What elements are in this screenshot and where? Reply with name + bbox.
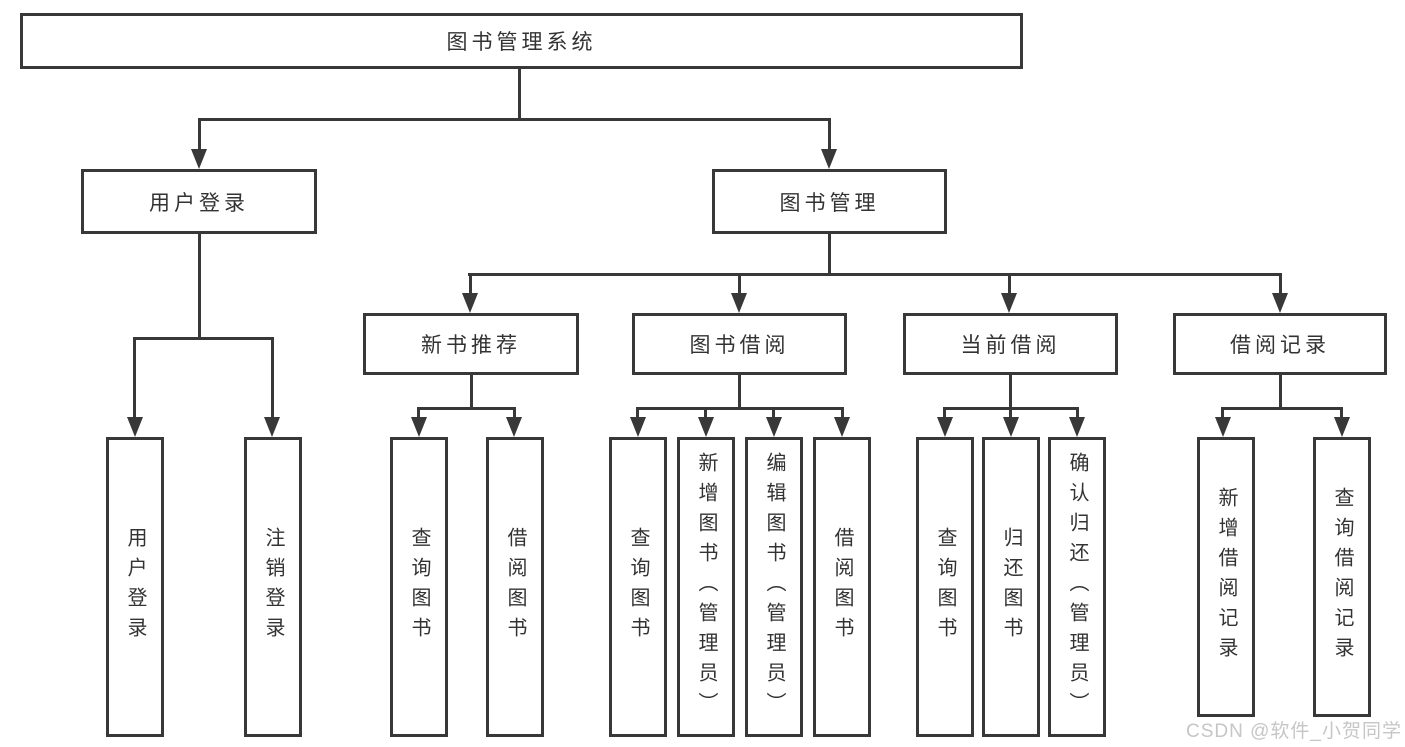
connector-to-add-book-admin [704, 407, 707, 420]
arrow-to-new-book-recommend [462, 293, 478, 313]
connector-root-stem [518, 69, 521, 121]
connector-book-borrow-rail [636, 407, 844, 410]
node-user-login-branch: 用户登录 [81, 169, 317, 234]
node-book-management: 图书管理 [712, 169, 947, 234]
connector-to-borrow-book-borrow [841, 407, 844, 420]
connector-to-query-book-recommend [417, 407, 420, 420]
connector-to-new-book-recommend [469, 273, 472, 296]
connector-to-add-borrow-record [1221, 407, 1224, 420]
arrow-to-leaf-logout [264, 417, 280, 437]
connector-to-leaf-logout [271, 337, 274, 420]
node-label: 新增借阅记录 [1215, 487, 1237, 667]
node-label: 新书推荐 [421, 334, 521, 357]
connector-level1-rail [198, 118, 831, 121]
node-new-book-recommend: 新书推荐 [363, 313, 579, 375]
arrow-to-current-borrow [1001, 293, 1017, 313]
connector-recommend-stem [470, 375, 473, 410]
arrow-to-user-login [191, 149, 207, 169]
arrow-to-borrow-record [1272, 293, 1288, 313]
arrow-to-return-book [1003, 417, 1019, 437]
node-label: 用户登录 [149, 191, 249, 215]
connector-user-login-stem [198, 234, 201, 340]
connector-to-edit-book-admin [772, 407, 775, 420]
connector-book-borrow-stem [738, 375, 741, 410]
node-query-book-recommend: 查询图书 [390, 437, 448, 737]
node-label: 查询图书 [627, 527, 649, 647]
arrow-to-borrow-book-borrow [834, 417, 850, 437]
arrow-to-leaf-user-login [127, 417, 143, 437]
node-borrow-record: 借阅记录 [1173, 313, 1387, 375]
arrow-to-book-borrow [731, 293, 747, 313]
node-current-borrow: 当前借阅 [903, 313, 1118, 375]
node-label: 注销登录 [262, 527, 284, 647]
connector-to-borrow-record [1279, 273, 1282, 296]
connector-to-book-management [828, 118, 831, 152]
node-add-borrow-record: 新增借阅记录 [1197, 437, 1255, 717]
node-label: 查询图书 [408, 527, 430, 647]
connector-to-leaf-user-login [133, 337, 136, 420]
connector-to-confirm-return [1076, 407, 1079, 420]
node-confirm-return-admin: 确认归还（管理员） [1048, 437, 1106, 737]
node-add-book-admin: 新增图书（管理员） [677, 437, 735, 737]
arrow-to-edit-book-admin [766, 417, 782, 437]
node-label: 借阅图书 [504, 527, 526, 647]
connector-to-book-borrow [738, 273, 741, 296]
connector-recommend-rail [417, 407, 516, 410]
node-label: 当前借阅 [960, 334, 1061, 357]
node-label: 图书管理 [779, 191, 880, 215]
arrow-to-add-borrow-record [1215, 417, 1231, 437]
connector-book-management-stem [828, 234, 831, 276]
connector-borrow-record-stem [1279, 375, 1282, 410]
node-leaf-user-login: 用户登录 [106, 437, 164, 737]
node-label: 图书管理系统 [446, 31, 597, 54]
node-query-borrow-record: 查询借阅记录 [1313, 437, 1371, 717]
node-return-book: 归还图书 [982, 437, 1040, 737]
node-edit-book-admin: 编辑图书（管理员） [745, 437, 803, 737]
connector-to-borrow-book-recommend [513, 407, 516, 420]
node-label: 确认归还（管理员） [1066, 452, 1088, 722]
node-label: 归还图书 [1000, 527, 1022, 647]
connector-to-query-book-borrow [636, 407, 639, 420]
arrow-to-query-book-borrow [630, 417, 646, 437]
arrow-to-query-book-recommend [411, 417, 427, 437]
connector-current-borrow-stem [1009, 375, 1012, 410]
connector-to-current-borrow [1008, 273, 1011, 296]
node-label: 新增图书（管理员） [695, 452, 717, 722]
node-label: 查询图书 [934, 527, 956, 647]
watermark-text: CSDN @软件_小贺同学 [1186, 721, 1402, 742]
node-label: 用户登录 [124, 527, 146, 647]
arrow-to-book-management [821, 149, 837, 169]
node-borrow-book-borrow: 借阅图书 [813, 437, 871, 737]
connector-to-query-borrow-record [1340, 407, 1343, 420]
connector-borrow-record-rail [1221, 407, 1343, 410]
node-label: 借阅图书 [831, 527, 853, 647]
node-leaf-logout: 注销登录 [244, 437, 302, 737]
arrow-to-add-book-admin [698, 417, 714, 437]
node-library-management-system: 图书管理系统 [20, 13, 1023, 69]
arrow-to-query-borrow-record [1334, 417, 1350, 437]
connector-to-user-login [198, 118, 201, 152]
arrow-to-confirm-return [1069, 417, 1085, 437]
node-label: 图书借阅 [689, 334, 790, 357]
node-label: 编辑图书（管理员） [763, 452, 785, 722]
node-label: 查询借阅记录 [1331, 487, 1353, 667]
connector-user-login-rail [133, 337, 274, 340]
connector-to-query-book-current [943, 407, 946, 420]
node-query-book-borrow: 查询图书 [609, 437, 667, 737]
arrow-to-query-book-current [937, 417, 953, 437]
node-book-borrow: 图书借阅 [632, 313, 847, 375]
arrow-to-borrow-book-recommend [506, 417, 522, 437]
node-query-book-current: 查询图书 [916, 437, 974, 737]
node-borrow-book-recommend: 借阅图书 [486, 437, 544, 737]
connector-level2-rail [468, 273, 1282, 276]
connector-to-return-book [1009, 407, 1012, 420]
node-label: 借阅记录 [1230, 334, 1330, 357]
